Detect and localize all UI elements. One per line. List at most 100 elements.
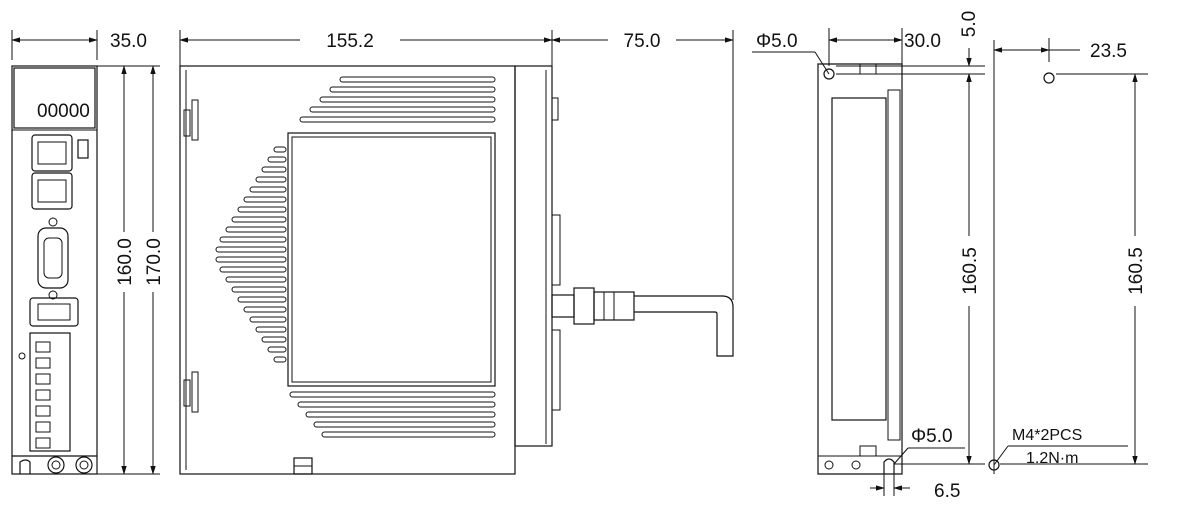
mount-height-dim: 160.5 [960,247,981,295]
fin [267,346,287,353]
front-height-inner-dim: 160.0 [115,238,136,286]
fin [215,256,287,263]
fin [339,76,496,83]
display-readout: 00000 [37,101,90,122]
fin [299,116,496,123]
side-depth-dim: 155.2 [326,31,374,52]
ground-screw-right [75,456,93,474]
terminal-block [29,332,71,452]
ground-screw-left [47,456,65,474]
rj45-port-bottom-inner [37,179,67,203]
fin [231,216,287,223]
rear-connector [551,97,559,121]
terminal-slot [35,357,51,369]
dim-label-bg [300,28,400,50]
fin [273,146,287,153]
side-view: 155.2 75.0 [179,28,734,475]
db-connector [37,227,69,289]
fin [267,156,287,163]
fin [231,286,287,293]
display-window [13,67,96,129]
fin [225,276,287,283]
db-connector-inner [43,237,63,279]
dim-label-bg [143,232,163,292]
mount-hole-top-label: Φ5.0 [756,31,798,52]
usb-port [77,139,89,159]
dim-label-bg [1124,236,1146,306]
fins-top [299,76,496,123]
fin [219,236,287,243]
label-plate-inner [291,136,492,383]
mount-hole-bottom-right [851,460,861,470]
pattern-height-dim: 160.5 [1126,247,1147,295]
fin [249,186,287,193]
cable [634,295,734,357]
fin [309,106,496,113]
ground-screw-left-inner [51,460,61,470]
mount-plate-window [831,97,887,421]
fins-left [215,146,287,363]
fin [237,296,287,303]
fin [321,431,496,438]
side-cable-dim: 75.0 [624,31,661,52]
dim-label-bg [608,28,676,50]
mount-hole-bottom-left [824,460,834,470]
pattern-offset-dim: 23.5 [1090,41,1127,62]
fins-bottom [289,391,496,438]
terminal-slots [35,341,51,449]
fin [243,306,287,313]
torque-spec: 1.2N·m [1026,450,1078,467]
fin [329,86,496,93]
leader-line [893,447,909,465]
fin [297,401,496,408]
dim-label-bg [114,232,134,292]
fin [289,391,496,398]
clip-bottom [191,371,199,413]
fin [243,196,287,203]
mount-plate-rail [887,89,901,441]
fin [261,336,287,343]
terminal-slot [35,421,51,433]
fin [255,176,287,183]
fin [319,96,496,103]
mount-plate-tab [859,445,877,457]
front-housing [11,65,98,475]
mount-slot-dim: 6.5 [934,481,960,502]
screw-spec: M4*2PCS [1012,427,1082,444]
label-plate [287,132,496,387]
mount-slot-front [19,459,31,474]
mount-hole-bottom-label: Φ5.0 [911,426,953,447]
ground-screw-right-inner [79,460,89,470]
clip-top [191,99,199,141]
mount-slot [883,458,895,474]
indicator-led [18,352,26,360]
fin [261,166,287,173]
encoder-connector [29,297,79,327]
front-view: 35.0 00000 [11,30,165,475]
db-screw-bottom [48,290,58,300]
mount-view: Φ5.0 30.0 5.0 160.5 Φ5.0 [752,11,985,502]
terminal-slot [35,405,51,417]
cable-plug-body [573,287,595,325]
pattern-hole-top [1043,72,1055,84]
terminal-slot [35,437,51,449]
fin [215,246,287,253]
fin [237,206,287,213]
db-screw-top [48,217,58,227]
front-width-dim: 35.0 [110,31,147,52]
terminal-slot [35,389,51,401]
mount-width-dim: 30.0 [904,31,941,52]
terminal-slot [35,373,51,385]
latch-top [183,109,191,137]
leader-line [814,51,830,75]
mount-top-offset-dim: 5.0 [959,11,980,37]
fin [255,326,287,333]
pattern-hole-bottom [988,459,1000,471]
fin [313,421,496,428]
fin [219,266,287,273]
leader-line [993,445,1009,466]
rj45-port-top [31,134,73,172]
mount-plate [817,63,903,475]
rj45-port-top-inner [37,141,67,165]
fin [249,316,287,323]
